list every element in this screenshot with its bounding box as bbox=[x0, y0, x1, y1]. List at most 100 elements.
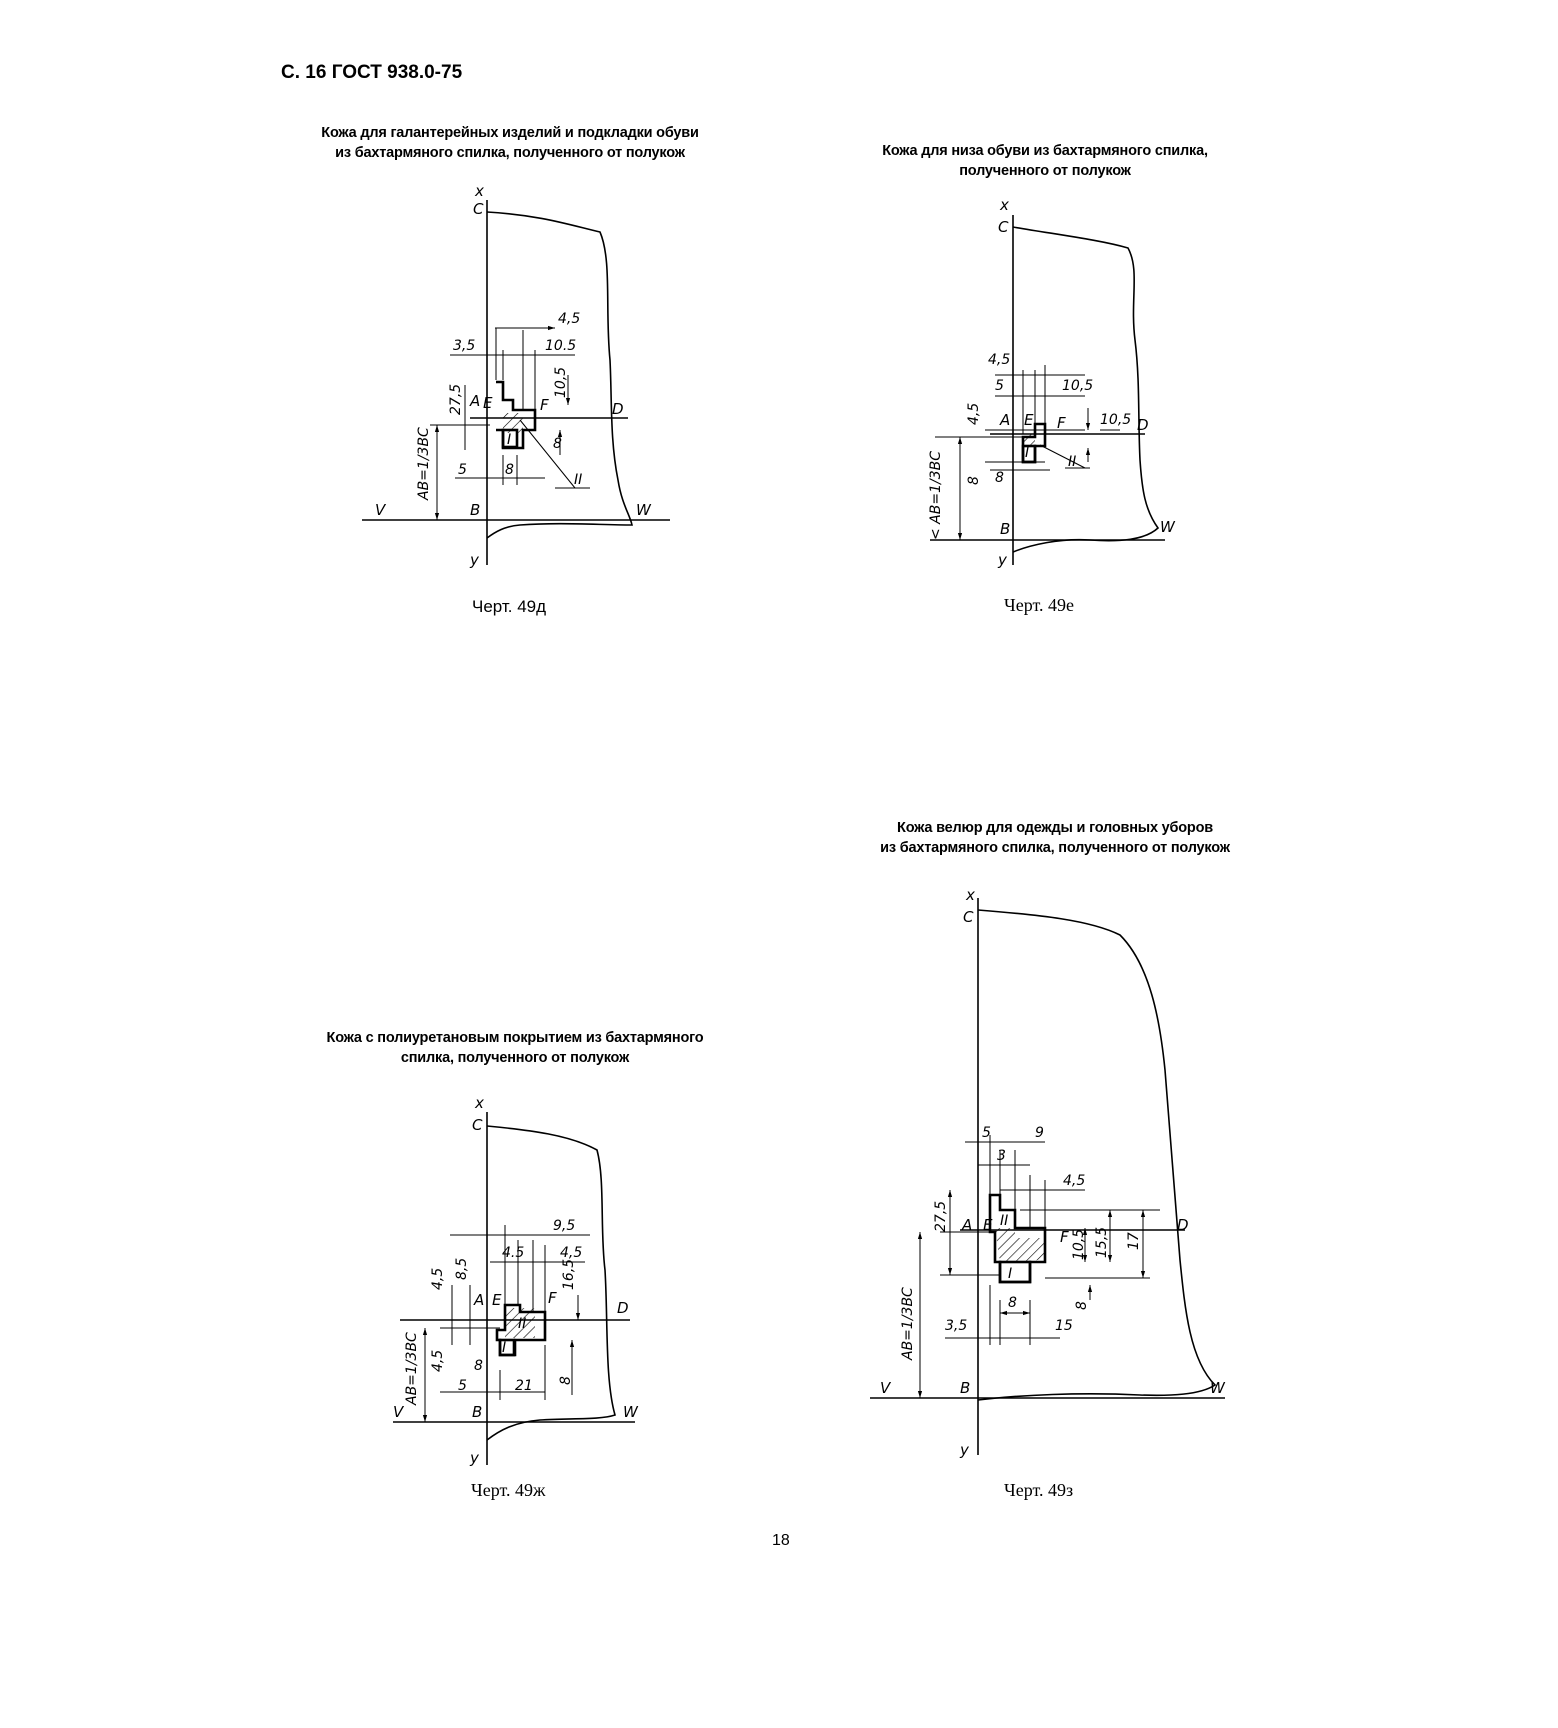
dim: 5 bbox=[458, 1378, 467, 1394]
drawing-1-title: Кожа для галантерейных изделий и подклад… bbox=[300, 123, 720, 163]
drawing-1-caption: Черт. 49д bbox=[472, 597, 547, 616]
label-region-i: I bbox=[1008, 1266, 1012, 1282]
dim: 4,5 bbox=[430, 1350, 446, 1372]
page-number: 18 bbox=[772, 1532, 790, 1549]
dim: 4.5 bbox=[502, 1245, 524, 1261]
dim: 16,5 bbox=[561, 1259, 577, 1290]
label-c: C bbox=[963, 908, 974, 926]
dim: 10,5 bbox=[1100, 412, 1131, 428]
label-y: y bbox=[997, 551, 1008, 569]
dim: 5 bbox=[982, 1125, 991, 1141]
drawing-49e: x C A E F D B W y I II < AB=1/3BC 4,5 5 … bbox=[928, 196, 1176, 569]
dim: 3 bbox=[997, 1148, 1006, 1164]
label-f: F bbox=[1057, 414, 1066, 432]
label-f: F bbox=[1060, 1228, 1069, 1246]
hatch-region-ii bbox=[995, 1228, 1045, 1262]
label-ab: AB=1/3BC bbox=[900, 1287, 916, 1361]
dim: 10.5 bbox=[545, 338, 576, 354]
label-y: y bbox=[959, 1441, 970, 1459]
label-v: V bbox=[375, 501, 387, 519]
label-e: E bbox=[983, 1216, 993, 1234]
dim: 9,5 bbox=[553, 1218, 575, 1234]
dim: 4,5 bbox=[1063, 1173, 1085, 1189]
dim: 8 bbox=[995, 470, 1004, 486]
label-x: x bbox=[474, 182, 484, 200]
label-v: V bbox=[393, 1403, 405, 1421]
label-x: x bbox=[999, 196, 1009, 214]
dim: 10,5 bbox=[1071, 1229, 1087, 1260]
dim: 8 bbox=[558, 1376, 574, 1385]
drawing-49z: x C A E F D B V W y I II AB=1/3BC 5 9 3 … bbox=[870, 886, 1226, 1459]
label-b: B bbox=[960, 1379, 970, 1397]
label-c: C bbox=[998, 218, 1009, 236]
drawing-2-caption: Черт. 49е bbox=[1004, 595, 1074, 615]
label-region-i: I bbox=[1025, 445, 1029, 461]
dim: 15 bbox=[1055, 1318, 1073, 1334]
label-d: D bbox=[617, 1299, 629, 1317]
title-line: Кожа с полиуретановым покрытием из бахта… bbox=[326, 1030, 704, 1046]
dim: 3,5 bbox=[945, 1318, 967, 1334]
dim: 17 bbox=[1126, 1232, 1142, 1250]
dim: 4,5 bbox=[966, 403, 982, 425]
title-line: Кожа для низа обуви из бахтармяного спил… bbox=[882, 143, 1208, 159]
dim: 4,5 bbox=[558, 311, 580, 327]
label-a: A bbox=[961, 1216, 972, 1234]
hide-outline bbox=[486, 1125, 616, 1441]
drawing-3-title: Кожа с полиуретановым покрытием из бахта… bbox=[295, 1028, 735, 1068]
drawing-49zh: x C A E F D B V W y I II AB=1/3BC 9,5 4.… bbox=[393, 1094, 639, 1467]
label-x: x bbox=[474, 1094, 484, 1112]
drawing-3-caption: Черт. 49ж bbox=[471, 1480, 546, 1500]
label-v: V bbox=[880, 1379, 892, 1397]
hide-outline bbox=[977, 909, 1217, 1401]
label-w: W bbox=[623, 1403, 639, 1421]
label-region-ii: II bbox=[1000, 1213, 1008, 1229]
label-y: y bbox=[469, 1449, 480, 1467]
title-line: Кожа велюр для одежды и головных уборов bbox=[897, 820, 1213, 836]
label-region-i: I bbox=[507, 432, 511, 448]
dim: 8 bbox=[505, 462, 514, 478]
title-line: полученного от полукож bbox=[959, 163, 1131, 179]
dim: 9 bbox=[1035, 1125, 1044, 1141]
label-f: F bbox=[548, 1289, 557, 1307]
dim: 8,5 bbox=[454, 1258, 470, 1280]
label-region-i: I bbox=[502, 1340, 506, 1356]
dim: 8 bbox=[1008, 1295, 1017, 1311]
label-region-ii: II bbox=[574, 472, 582, 488]
label-e: E bbox=[483, 394, 493, 412]
drawing-49d: x C A E F D B V W y I II AB=1/3BC 4,5 3,… bbox=[362, 182, 670, 569]
dim: 8 bbox=[966, 476, 982, 485]
label-a: A bbox=[469, 392, 480, 410]
title-line: спилка, полученного от полукож bbox=[400, 1050, 630, 1066]
label-b: B bbox=[470, 501, 480, 519]
dim: 8 bbox=[1074, 1301, 1090, 1310]
label-ab: < AB=1/3BC bbox=[928, 451, 944, 540]
dim: 27,5 bbox=[448, 384, 464, 415]
dim: 10,5 bbox=[1062, 378, 1093, 394]
label-w: W bbox=[1160, 518, 1176, 536]
dim: 15,5 bbox=[1094, 1227, 1110, 1258]
drawing-4-caption: Черт. 49з bbox=[1004, 1480, 1074, 1500]
hatch-region-ii bbox=[503, 413, 523, 433]
label-region-ii: II bbox=[1068, 454, 1076, 470]
label-d: D bbox=[612, 400, 624, 418]
label-d: D bbox=[1137, 416, 1149, 434]
dim: 3,5 bbox=[453, 338, 475, 354]
label-y: y bbox=[469, 551, 480, 569]
label-e: E bbox=[1024, 411, 1034, 429]
label-c: C bbox=[473, 200, 484, 218]
region-i bbox=[498, 1338, 516, 1357]
label-a: A bbox=[999, 411, 1010, 429]
drawing-4-title: Кожа велюр для одежды и головных уборов … bbox=[845, 818, 1265, 858]
region-i bbox=[501, 428, 519, 449]
dim: 4,5 bbox=[988, 352, 1010, 368]
region-i bbox=[998, 1260, 1032, 1284]
title-line: из бахтармяного спилка, полученного от п… bbox=[880, 840, 1230, 856]
label-a: A bbox=[473, 1291, 484, 1309]
dim: 4,5 bbox=[430, 1268, 446, 1290]
label-c: C bbox=[472, 1116, 483, 1134]
dim: 10,5 bbox=[553, 367, 569, 398]
dim: 21 bbox=[515, 1378, 533, 1394]
title-line: Кожа для галантерейных изделий и подклад… bbox=[321, 125, 699, 141]
label-region-ii: II bbox=[518, 1316, 526, 1332]
